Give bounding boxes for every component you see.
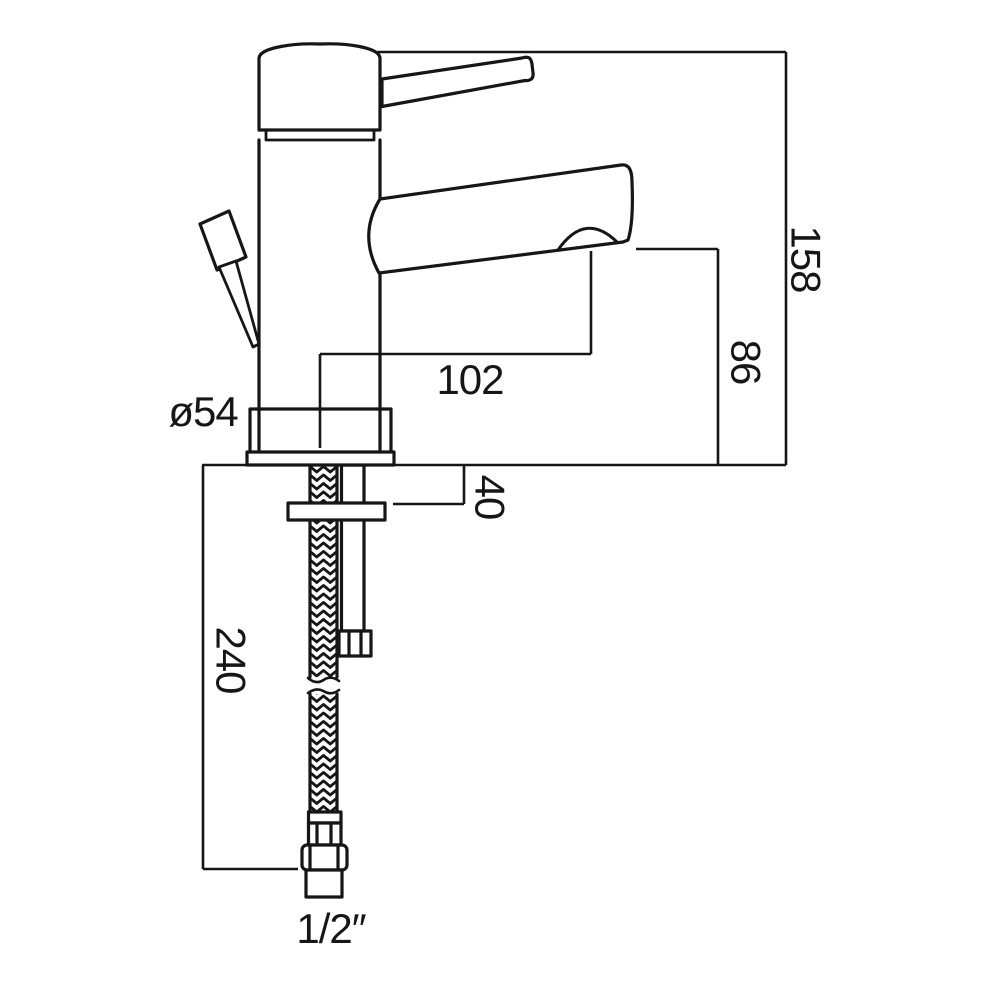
base-diameter-label: ø54 xyxy=(168,388,238,435)
aerator-dome xyxy=(556,226,619,252)
spout-reach-label: 102 xyxy=(436,356,503,403)
popup-waste-knob xyxy=(198,209,248,272)
lever-handle xyxy=(380,55,535,109)
flexi-hose-lower-edges xyxy=(308,692,339,814)
dim-line-overall-height xyxy=(377,50,788,465)
deck-thickness-label: 40 xyxy=(466,475,513,520)
connector-nut-facets xyxy=(308,844,340,871)
dim-line-hose-length xyxy=(201,465,298,871)
dim-line-spout-height xyxy=(636,247,720,465)
fixing-stud xyxy=(337,463,373,658)
connection-size-label: 1/2″ xyxy=(296,905,366,952)
hose-length-label: 240 xyxy=(207,626,254,693)
hose-end-connector xyxy=(300,810,349,899)
flexi-hose-lower-segment xyxy=(310,694,337,812)
hose-break-upper xyxy=(306,676,341,684)
base-plate xyxy=(245,450,396,467)
flexi-hose-upper-segment xyxy=(310,465,337,677)
overall-height-label: 158 xyxy=(782,225,829,292)
hose-hex-body xyxy=(306,821,343,847)
popup-waste-rod xyxy=(217,259,261,349)
faucet-body-sides xyxy=(257,138,382,454)
fixing-washer xyxy=(286,501,387,522)
spout xyxy=(367,163,634,275)
fixing-stud-rod xyxy=(339,463,366,633)
dim-line-deck-thickness xyxy=(393,465,466,506)
faucet-cap xyxy=(257,42,382,132)
connector-thread xyxy=(304,868,344,899)
faucet-cap-groove xyxy=(264,130,376,142)
hose-crimp-collar xyxy=(306,810,343,825)
flexi-hose-upper-edges xyxy=(308,463,339,679)
hose-hex-facets xyxy=(315,821,333,847)
flexi-hose xyxy=(306,463,341,814)
hose-break-lower xyxy=(306,688,341,695)
spout-height-label: 86 xyxy=(722,340,769,385)
dim-line-spout-reach xyxy=(318,251,593,448)
fixing-stud-nut-facets xyxy=(347,629,363,658)
fixing-stud-nut xyxy=(337,629,373,658)
